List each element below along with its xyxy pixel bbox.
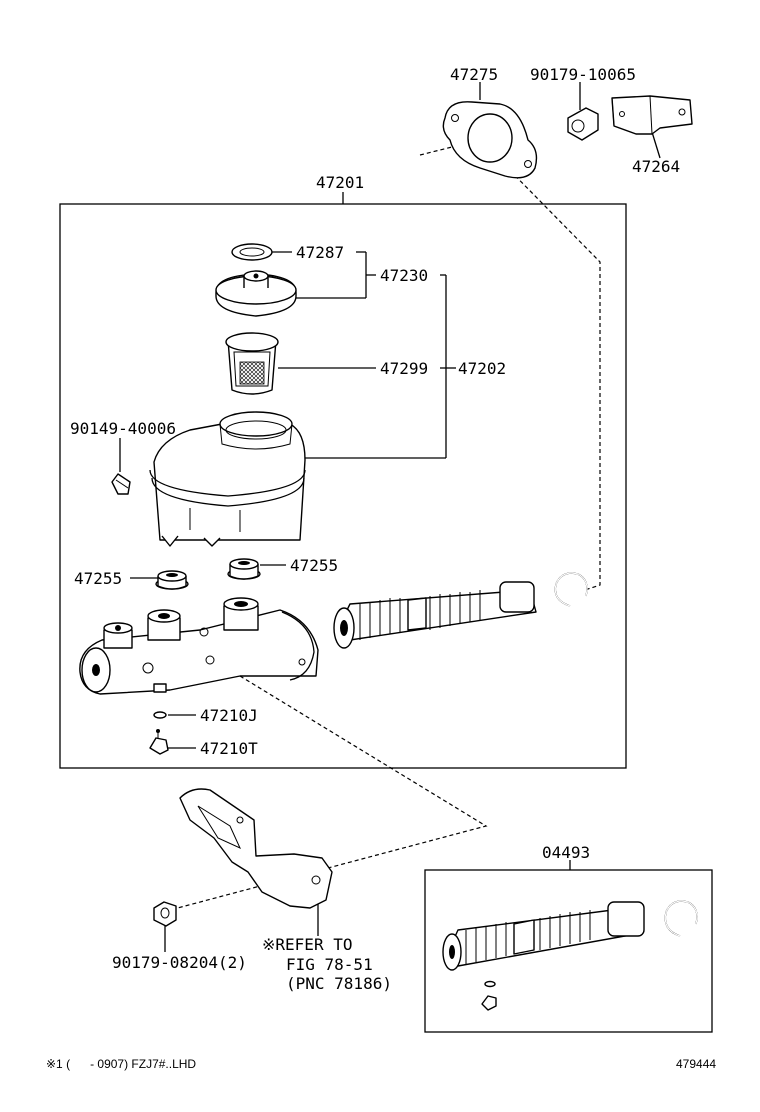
label-04493[interactable]: 04493 — [542, 843, 590, 862]
bolt-47210T-drawing — [149, 729, 169, 755]
reservoir-tank-drawing — [149, 411, 306, 547]
refer-note-line-3[interactable]: (PNC 78186) — [286, 974, 392, 993]
strainer-47299-drawing — [225, 332, 279, 395]
footer-note: ※1 ( - 0907) FZJ7#..LHD — [46, 1057, 196, 1071]
label-47255-right[interactable]: 47255 — [290, 556, 338, 575]
piston-kit-04493-drawing — [442, 901, 645, 1011]
part-labels: 47275 90179-10065 47264 47201 47287 4723… — [70, 65, 680, 993]
screw-90149-40006-drawing — [111, 473, 131, 495]
washer-47210J-drawing — [153, 711, 167, 719]
diagram-id: 479444 — [676, 1057, 716, 1071]
label-90179-08204[interactable]: 90179-08204(2) — [112, 953, 247, 972]
master-cylinder-body-drawing — [79, 597, 319, 695]
label-47255-left[interactable]: 47255 — [74, 569, 122, 588]
gasket-47287-drawing — [231, 243, 273, 261]
label-90179-10065[interactable]: 90179-10065 — [530, 65, 636, 84]
snap-ring-lower-drawing — [664, 900, 698, 937]
label-47299[interactable]: 47299 — [380, 359, 428, 378]
label-47210J[interactable]: 47210J — [200, 706, 258, 725]
nut-90179-10065-drawing — [567, 107, 599, 141]
gasket-47275-drawing — [442, 101, 538, 179]
support-bracket-drawing — [179, 788, 333, 909]
piston-kit-frame — [424, 869, 713, 1033]
label-47275[interactable]: 47275 — [450, 65, 498, 84]
reservoir-cap-drawing — [215, 270, 297, 317]
label-90149-40006[interactable]: 90149-40006 — [70, 419, 176, 438]
refer-note-line-1[interactable]: ※REFER TO — [262, 935, 352, 954]
label-47287[interactable]: 47287 — [296, 243, 344, 262]
label-47264[interactable]: 47264 — [632, 157, 680, 176]
label-47230[interactable]: 47230 — [380, 266, 428, 285]
piston-assembly-upper-drawing — [333, 581, 537, 649]
snap-ring-upper-drawing — [554, 572, 588, 607]
grommet-47255-left-drawing — [155, 570, 189, 590]
grommet-47255-right-drawing — [227, 558, 261, 580]
label-47210T[interactable]: 47210T — [200, 739, 258, 758]
bracket-47264-drawing — [611, 95, 693, 135]
leader-lines — [119, 82, 661, 952]
label-47202[interactable]: 47202 — [458, 359, 506, 378]
nut-90179-08204-drawing — [153, 901, 177, 927]
label-47201[interactable]: 47201 — [316, 173, 364, 192]
refer-note-line-2[interactable]: FIG 78-51 — [286, 955, 373, 974]
